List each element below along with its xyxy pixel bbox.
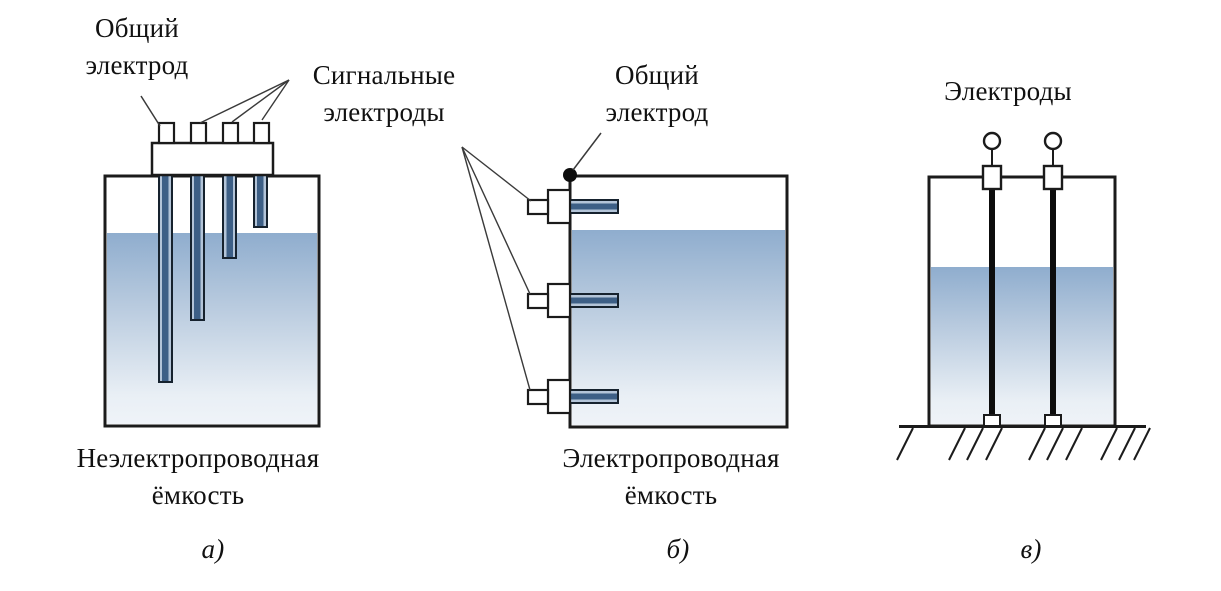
side-electrode-rod-1 bbox=[569, 199, 619, 214]
electrode-foot-2 bbox=[1044, 414, 1062, 427]
side-fitting-1 bbox=[526, 188, 619, 225]
fitting-nipple-3 bbox=[526, 388, 550, 406]
terminal-stub-2 bbox=[189, 121, 208, 145]
electrode-feedthrough-2 bbox=[1042, 164, 1064, 191]
leader-signal-b2 bbox=[461, 146, 531, 295]
label-common-electrode-a: Общий электрод bbox=[85, 13, 189, 80]
common-electrode-dot bbox=[563, 168, 577, 182]
panel-b-tank-diagram bbox=[461, 132, 789, 429]
fitting-nipple-2 bbox=[526, 292, 550, 310]
panel-c-tank-diagram bbox=[896, 131, 1151, 461]
tank-a-liquid bbox=[107, 233, 317, 424]
fitting-body-3 bbox=[546, 378, 572, 415]
leader-signal-a2 bbox=[231, 79, 290, 123]
electrode-header-block bbox=[150, 141, 275, 177]
terminal-stub-4 bbox=[252, 121, 271, 145]
leader-common-b bbox=[572, 132, 602, 171]
fitting-nipple-1 bbox=[526, 198, 550, 216]
electrode-rod-2 bbox=[190, 174, 205, 321]
fitting-body-2 bbox=[546, 282, 572, 319]
leader-signal-b1 bbox=[461, 146, 532, 202]
electrode-rod-3 bbox=[222, 174, 237, 259]
ground-hatching bbox=[896, 427, 1151, 461]
label-electrodes-c: Электроды bbox=[944, 76, 1072, 106]
label-signal-electrodes: Сигнальные электроды bbox=[312, 60, 456, 127]
electrode-feedthrough-1 bbox=[981, 164, 1003, 191]
electrode-shaft-2 bbox=[1050, 187, 1056, 417]
leader-signal-b3 bbox=[461, 146, 531, 391]
electrode-terminal-ball-2 bbox=[1043, 131, 1063, 151]
side-fitting-3 bbox=[526, 378, 619, 415]
caption-tank-a: Неэлектропроводная ёмкость bbox=[76, 443, 320, 510]
leader-signal-a1 bbox=[199, 79, 290, 124]
electrode-foot-1 bbox=[983, 414, 1001, 427]
vertical-electrode-2 bbox=[1042, 131, 1064, 427]
electrode-rod-4 bbox=[253, 174, 268, 228]
terminal-stub-1 bbox=[157, 121, 176, 145]
tank-c-liquid bbox=[931, 267, 1113, 424]
panel-a-tank-diagram bbox=[103, 79, 321, 428]
terminal-stub-3 bbox=[221, 121, 240, 145]
fitting-body-1 bbox=[546, 188, 572, 225]
leader-common-a bbox=[140, 95, 161, 127]
electrode-shaft-1 bbox=[989, 187, 995, 417]
label-common-electrode-b: Общий электрод bbox=[605, 60, 709, 127]
side-electrode-rod-3 bbox=[569, 389, 619, 404]
leader-signal-a3 bbox=[261, 79, 290, 121]
caption-tank-b: Электропроводная ёмкость bbox=[562, 443, 780, 510]
electrode-rod-1 bbox=[158, 174, 173, 383]
electrode-terminal-ball-1 bbox=[982, 131, 1002, 151]
panel-marker-v: в) bbox=[1020, 534, 1042, 564]
panel-marker-b: б) bbox=[666, 534, 690, 564]
panel-marker-a: а) bbox=[201, 534, 225, 564]
vertical-electrode-1 bbox=[981, 131, 1003, 427]
side-electrode-rod-2 bbox=[569, 293, 619, 308]
side-fitting-2 bbox=[526, 282, 619, 319]
